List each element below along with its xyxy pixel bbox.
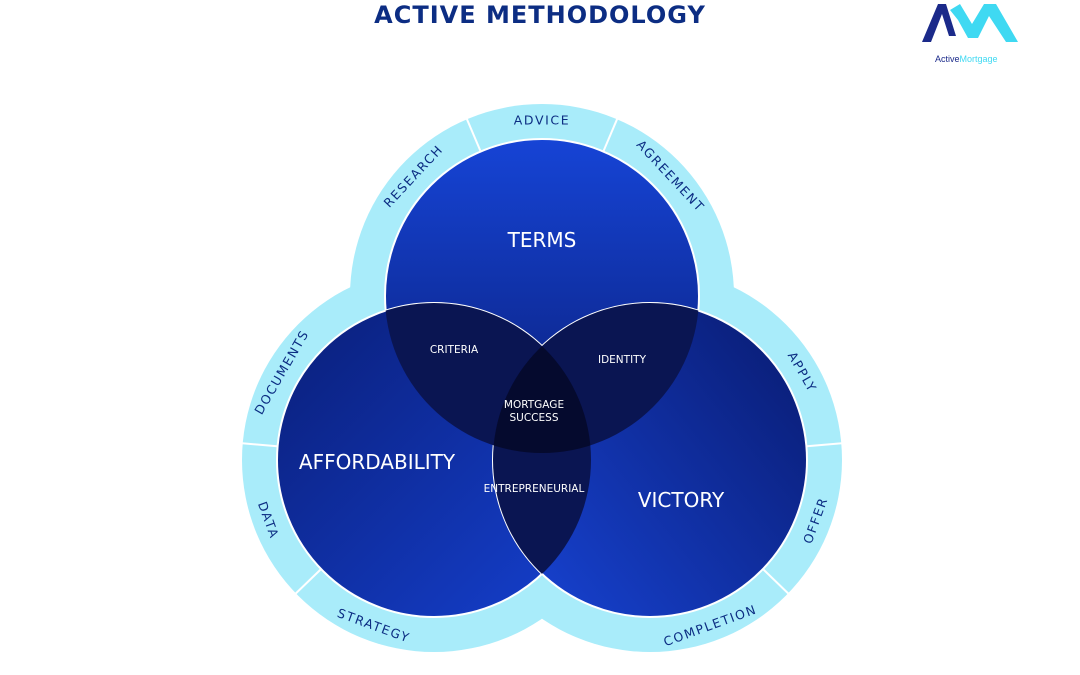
active-mortgage-logo: ActiveMortgage bbox=[922, 4, 1018, 64]
ring-dividers bbox=[240, 117, 844, 596]
ring-divider-right bbox=[805, 442, 844, 448]
overlap-top-right bbox=[493, 303, 699, 453]
logo-text: ActiveMortgage bbox=[935, 54, 998, 64]
page-title: ACTIVE METHODOLOGY bbox=[374, 1, 706, 29]
label-terms: TERMS bbox=[507, 228, 577, 252]
ring-divider-top bbox=[602, 117, 619, 153]
logo-mark-m bbox=[950, 4, 1018, 42]
label-criteria: CRITERIA bbox=[430, 344, 479, 356]
label-identity: IDENTITY bbox=[598, 354, 647, 366]
ring-divider-top bbox=[465, 117, 482, 153]
overlap-top-left bbox=[385, 303, 591, 453]
logo-text-mortgage: Mortgage bbox=[960, 54, 998, 64]
ring-label-advice: ADVICE bbox=[514, 113, 570, 128]
ring-divider-left bbox=[293, 567, 323, 596]
label-entrepreneurial: ENTREPRENEURIAL bbox=[484, 483, 585, 495]
ring-divider-right bbox=[761, 567, 791, 596]
label-center-line1: MORTGAGE bbox=[504, 399, 564, 411]
label-center-line2: SUCCESS bbox=[510, 412, 559, 424]
label-victory: VICTORY bbox=[638, 488, 725, 512]
ring-divider-left bbox=[240, 442, 279, 448]
label-affordability: AFFORDABILITY bbox=[299, 450, 456, 474]
logo-mark-a bbox=[922, 4, 956, 42]
logo-text-active: Active bbox=[935, 54, 960, 64]
